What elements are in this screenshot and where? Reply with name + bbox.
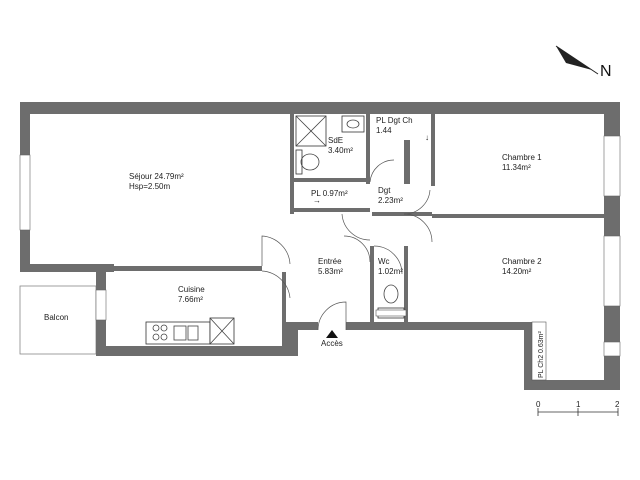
pl-dgt-ch-label: PL Dgt Ch — [376, 116, 413, 125]
pl-dgt-ch-area: 1.44 — [376, 126, 392, 135]
sejour-label: Séjour 24.79m² — [129, 172, 184, 181]
cuisine-area: 7.66m² — [178, 295, 203, 304]
pl-label: PL 0.97m² — [311, 189, 348, 198]
pl-ch2-label: PL Ch2 0.63m² — [538, 331, 545, 378]
closet-ch2 — [531, 321, 547, 381]
balcon-label: Balcon — [44, 313, 68, 322]
cuisine-label: Cuisine — [178, 285, 205, 294]
bathroom-fixtures — [295, 115, 365, 175]
sejour-height: Hsp=2.50m — [129, 182, 170, 191]
scale-tick-2: 2 — [615, 400, 620, 409]
scale-bar — [537, 408, 619, 416]
chambre1-label: Chambre 1 — [502, 153, 542, 162]
scale-tick-0: 0 — [536, 400, 541, 409]
wc-area: 1.02m² — [378, 267, 403, 276]
chambre2-label: Chambre 2 — [502, 257, 542, 266]
interior-walls — [106, 114, 604, 322]
dgt-label: Dgt — [378, 186, 391, 195]
north-arrow-icon — [555, 45, 599, 75]
chambre2-area: 14.20m² — [502, 267, 532, 276]
arrow-down-icon: ↓ — [425, 133, 429, 142]
door-swings — [261, 159, 433, 331]
balcon-area — [19, 285, 97, 355]
sde-area: 3.40m² — [328, 146, 353, 155]
kitchen-counter — [145, 317, 235, 345]
wc-fixture — [375, 284, 407, 319]
chambre1-area: 11.34m² — [502, 163, 531, 172]
sde-label: SdE — [328, 136, 343, 145]
entree-label: Entrée — [318, 257, 342, 266]
arrow-right-icon: → — [313, 196, 321, 205]
access-arrow-icon — [326, 330, 338, 338]
windows — [19, 135, 621, 357]
dgt-area: 2.23m² — [378, 196, 403, 205]
wc-label: Wc — [378, 257, 390, 266]
entree-area: 5.83m² — [318, 267, 343, 276]
north-label: N — [600, 63, 612, 80]
access-label: Accès — [321, 339, 343, 348]
scale-tick-1: 1 — [576, 400, 581, 409]
